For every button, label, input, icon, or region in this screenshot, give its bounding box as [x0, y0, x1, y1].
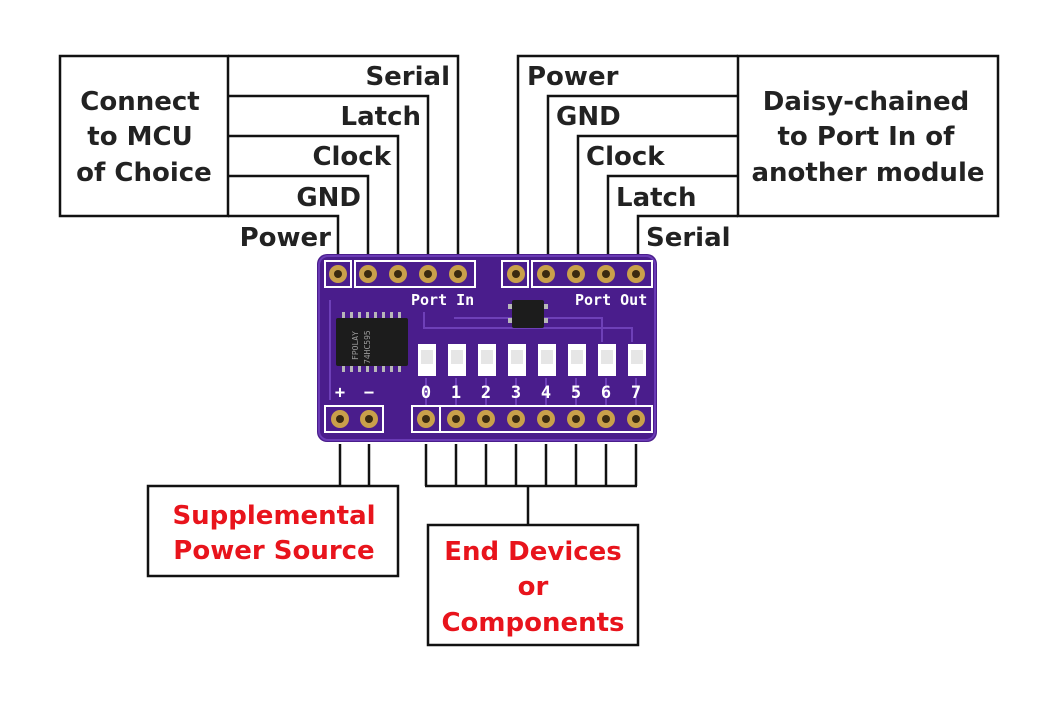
end-devices-box-frame — [426, 523, 640, 647]
out-power-wire — [516, 54, 738, 268]
pin-label-gnd-out: GND — [556, 102, 621, 132]
pin-label-latch-in: Latch — [341, 102, 421, 132]
serial-wire — [228, 54, 460, 268]
port-in-silk: Port In — [411, 291, 474, 309]
pin-label-power-in: Power — [240, 223, 332, 253]
led-3 — [508, 344, 526, 376]
pin-label-latch-out: Latch — [616, 183, 696, 213]
output-header-frame — [411, 405, 653, 433]
pin-label-gnd-in: GND — [296, 183, 361, 213]
output-label-6: 6 — [601, 383, 611, 403]
out-serial-wire — [636, 214, 738, 268]
led-4 — [538, 344, 556, 376]
pin-label-serial-out: Serial — [646, 223, 731, 253]
end-devices-line-1: End Devices — [444, 537, 622, 567]
supplemental-line-1: Supplemental — [172, 501, 375, 531]
end-devices-group: End Devices or Components — [424, 444, 640, 647]
right-connector-group: Daisy-chained to Port In of another modu… — [516, 54, 1000, 268]
left-box-line-2: to MCU — [87, 122, 192, 152]
pcb-board: Port In Port Out FPOLAY 74HC595 — [317, 254, 657, 442]
output-label-2: 2 — [481, 383, 491, 403]
supplemental-box-frame — [146, 484, 400, 578]
pcb-edge — [318, 255, 656, 441]
led-7 — [628, 344, 646, 376]
port-out-silk: Port Out — [575, 291, 647, 309]
resistor-network — [508, 300, 548, 328]
led-1 — [448, 344, 466, 376]
left-box-line-1: Connect — [80, 87, 199, 117]
gnd-wire — [228, 174, 370, 268]
led-row — [418, 344, 646, 376]
output-label-0: 0 — [421, 383, 431, 403]
right-box-line-1: Daisy-chained — [763, 87, 969, 117]
chip-text-1: FPOLAY — [351, 331, 360, 360]
latch-wire — [228, 94, 430, 268]
pin-label-serial-in: Serial — [365, 62, 450, 92]
left-box-frame — [58, 54, 230, 218]
clock-wire — [228, 134, 400, 268]
plus-label: + — [335, 383, 345, 403]
output-label-4: 4 — [541, 383, 551, 403]
pcb-traces — [329, 300, 637, 405]
led-2 — [478, 344, 496, 376]
output-pads — [417, 410, 645, 428]
left-connector-group: Connect to MCU of Choice Serial Latch Cl… — [58, 54, 460, 268]
led-6 — [598, 344, 616, 376]
port-in-frame — [354, 260, 476, 288]
power-header-frame — [324, 405, 384, 433]
right-box-line-2: to Port In of — [778, 122, 956, 152]
output-label-7: 7 — [631, 383, 641, 403]
minus-label: − — [364, 383, 374, 403]
pin-label-clock-in: Clock — [312, 142, 391, 172]
supplemental-line-2: Power Source — [173, 536, 374, 566]
end-devices-line-2: or — [518, 572, 549, 602]
output-label-5: 5 — [571, 383, 581, 403]
out-gnd-wire — [546, 94, 738, 268]
out-latch-wire — [606, 174, 738, 268]
left-box-line-3: of Choice — [76, 158, 212, 188]
end-devices-line-3: Components — [441, 608, 624, 638]
port-out-pads — [507, 265, 645, 283]
port-out-frame — [531, 260, 653, 288]
supplemental-power-group: Supplemental Power Source — [146, 444, 400, 578]
output-label-1: 1 — [451, 383, 461, 403]
led-0 — [418, 344, 436, 376]
chip-text-2: 74HC595 — [363, 330, 372, 364]
out-clock-wire — [576, 134, 738, 268]
power-pads — [331, 410, 378, 428]
shift-register-ic: FPOLAY 74HC595 — [336, 312, 408, 372]
port-out-pin1-frame — [501, 260, 529, 288]
led-5 — [568, 344, 586, 376]
pin-label-power-out: Power — [527, 62, 619, 92]
pin-label-clock-out: Clock — [586, 142, 665, 172]
right-box-line-3: another module — [752, 158, 985, 188]
port-in-pads — [329, 265, 467, 283]
port-in-pin1-frame — [324, 260, 352, 288]
output-label-3: 3 — [511, 383, 521, 403]
power-wire — [228, 214, 340, 268]
